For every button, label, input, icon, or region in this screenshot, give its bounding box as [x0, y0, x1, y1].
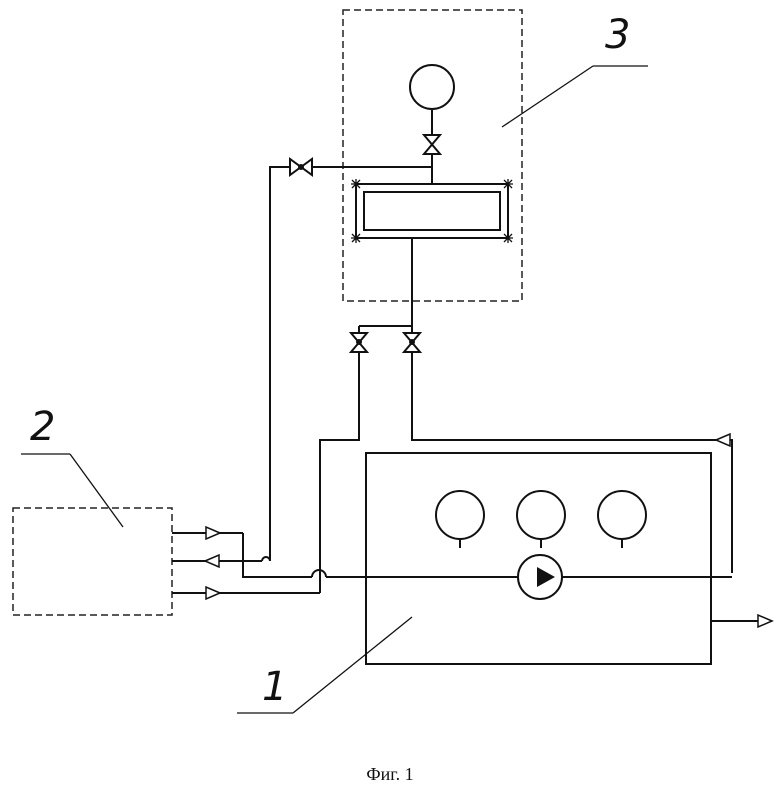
unit-3-label: 3	[605, 12, 630, 58]
pipe-panel-outlet	[359, 238, 412, 333]
unit-3-leader: 3	[502, 12, 648, 127]
gauge-2-icon	[517, 491, 565, 548]
pipe-top-loop	[270, 159, 432, 555]
figure-caption: Фиг. 1	[0, 764, 780, 785]
unit-1-tank	[366, 453, 711, 664]
unit-1-label: 1	[262, 664, 287, 710]
unit-2-label: 2	[30, 404, 55, 450]
circulation-line	[243, 555, 732, 577]
return-arrow	[716, 434, 730, 446]
unit-2-enclosure	[13, 508, 172, 615]
pump-icon	[518, 555, 562, 599]
panel-corner-marks	[351, 179, 513, 243]
gauge-3-icon	[598, 491, 646, 548]
heat-exchanger-panel	[351, 179, 513, 243]
unit-2-ports	[172, 527, 320, 599]
left-valve	[320, 333, 367, 593]
outlet-pipe	[711, 615, 772, 627]
gauge-1-icon	[436, 491, 484, 548]
unit-3-gauge	[410, 65, 454, 135]
